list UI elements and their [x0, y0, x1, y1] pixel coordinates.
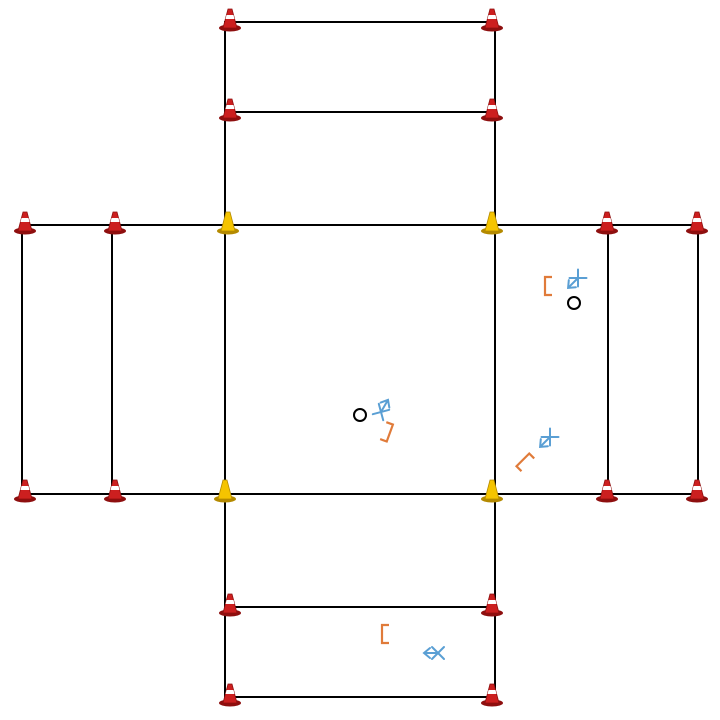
red-traffic-cone-icon — [686, 479, 708, 503]
cones-layer — [14, 8, 708, 707]
red-traffic-cone-icon — [596, 211, 618, 235]
red-traffic-cone-icon — [104, 479, 126, 503]
right-outer-box — [607, 224, 699, 495]
x-arrow-marker-icon — [371, 398, 391, 422]
bracket-marker-icon — [379, 421, 395, 443]
circle-marker-icon — [353, 408, 367, 422]
x-arrow-marker-icon — [422, 646, 445, 660]
red-traffic-cone-icon — [596, 479, 618, 503]
bottom-outer-box — [224, 606, 496, 698]
red-traffic-cone-icon — [481, 683, 503, 707]
yellow-traffic-cone-icon — [481, 211, 503, 235]
markers-layer — [353, 268, 588, 660]
red-traffic-cone-icon — [481, 98, 503, 122]
x-arrow-marker-icon — [538, 427, 560, 449]
red-traffic-cone-icon — [219, 98, 241, 122]
circle-marker-icon — [567, 296, 581, 310]
bracket-marker-icon — [543, 275, 552, 297]
yellow-traffic-cone-icon — [214, 479, 236, 503]
bracket-marker-icon — [380, 623, 389, 645]
red-traffic-cone-icon — [481, 8, 503, 32]
center-square — [224, 224, 496, 495]
red-traffic-cone-icon — [481, 593, 503, 617]
yellow-traffic-cone-icon — [217, 211, 239, 235]
red-traffic-cone-icon — [104, 211, 126, 235]
red-traffic-cone-icon — [14, 479, 36, 503]
x-arrow-marker-icon — [566, 268, 588, 290]
yellow-traffic-cone-icon — [481, 479, 503, 503]
left-outer-box — [21, 224, 113, 495]
field-lines — [21, 21, 699, 698]
red-traffic-cone-icon — [686, 211, 708, 235]
top-outer-box — [224, 21, 496, 113]
red-traffic-cone-icon — [219, 8, 241, 32]
red-traffic-cone-icon — [219, 593, 241, 617]
red-traffic-cone-icon — [14, 211, 36, 235]
red-traffic-cone-icon — [219, 683, 241, 707]
bracket-marker-icon — [514, 451, 535, 472]
